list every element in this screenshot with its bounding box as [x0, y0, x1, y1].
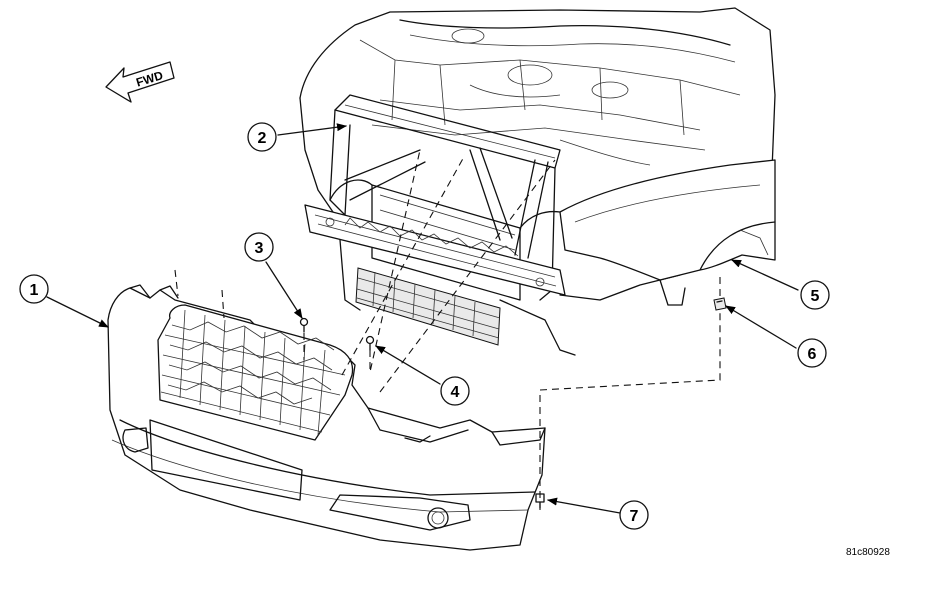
callout-4: 4 [440, 376, 470, 406]
callout-7: 7 [619, 500, 649, 530]
callout-number: 5 [811, 288, 820, 305]
callout-2: 2 [247, 122, 277, 152]
callout-6: 6 [797, 338, 827, 368]
fastener-3 [299, 317, 309, 333]
callout-5: 5 [800, 280, 830, 310]
callout-number: 1 [30, 282, 39, 299]
callout-3: 3 [244, 232, 274, 262]
forward-direction-arrow: FWD [105, 61, 175, 103]
callout-number: 4 [451, 384, 460, 401]
engine-compartment [299, 7, 776, 356]
callout-number: 2 [258, 130, 267, 147]
callout-1: 1 [19, 274, 49, 304]
fastener-6 [713, 297, 727, 311]
callout-number: 6 [808, 346, 817, 363]
callout-number: 3 [255, 240, 264, 257]
leader-lines [46, 123, 799, 514]
callout-number: 7 [630, 508, 639, 525]
fastener-4 [365, 335, 375, 351]
figure-code: 81c80928 [846, 547, 890, 558]
alignment-lines [174, 149, 721, 510]
